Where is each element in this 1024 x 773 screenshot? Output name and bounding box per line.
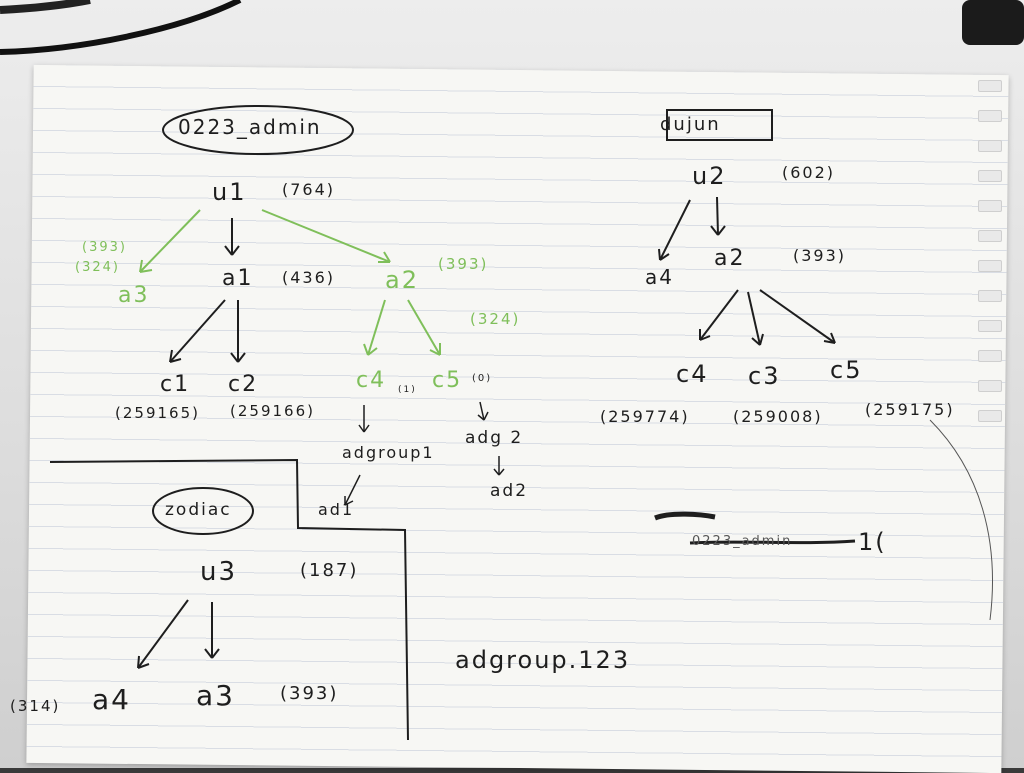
node-c5-right-id: (259175) [865,400,955,419]
node-u1: u1 [212,178,247,206]
node-a3-bottom: a3 [196,679,235,712]
node-adgroup1: adgroup1 [342,443,435,462]
node-c4-count: (1) [398,385,417,395]
node-c3-right-id: (259008) [733,407,823,426]
node-c5-right: c5 [830,356,863,384]
node-u2: u2 [692,162,727,190]
node-a3: a3 [118,283,150,308]
node-c1-id: (259165) [115,404,200,422]
node-c5-count: (0) [472,373,493,384]
node-ad2: ad2 [490,481,529,501]
node-c2-id: (259166) [230,402,315,420]
node-c4-right: c4 [676,360,709,388]
node-adg2: adg 2 [465,428,524,448]
root-group-label: 0223_admin [178,115,322,139]
node-a4-bottom-count: (314) [10,697,61,715]
node-u2-count: (602) [782,163,836,182]
node-u1-count: (764) [282,180,336,199]
node-c2: c2 [228,372,259,397]
adgroup-note: adgroup.123 [455,646,631,674]
node-a2-right: a2 [714,246,746,271]
cable [0,0,1024,55]
binder-holes [978,70,1014,710]
node-a3-bottom-count: (393) [280,683,339,704]
node-a3-count-1: (393) [82,240,127,255]
bottom-root-group-label: zodiac [165,500,232,520]
node-a3-count-2: (324) [75,260,120,275]
node-a1: a1 [222,266,254,291]
node-c1: c1 [160,372,191,397]
node-ad1: ad1 [318,500,355,519]
node-a2-right-count: (393) [793,246,847,265]
node-a2-sub-count: (324) [470,310,521,328]
right-root-group-label: dujun [660,114,721,135]
node-c3-right: c3 [748,362,781,390]
node-c5: c5 [432,368,463,393]
node-u3: u3 [200,557,238,587]
node-c4: c4 [356,368,387,393]
node-a1-count: (436) [282,268,336,287]
struck-text: 0223_admin [692,534,793,549]
node-c4-right-id: (259774) [600,407,690,426]
node-a4-bottom: a4 [92,683,131,716]
struck-suffix: 1( [858,528,887,556]
node-a2-count: (393) [438,255,489,273]
node-a2: a2 [385,266,419,294]
node-a4: a4 [645,265,674,289]
node-u3-count: (187) [300,560,359,581]
